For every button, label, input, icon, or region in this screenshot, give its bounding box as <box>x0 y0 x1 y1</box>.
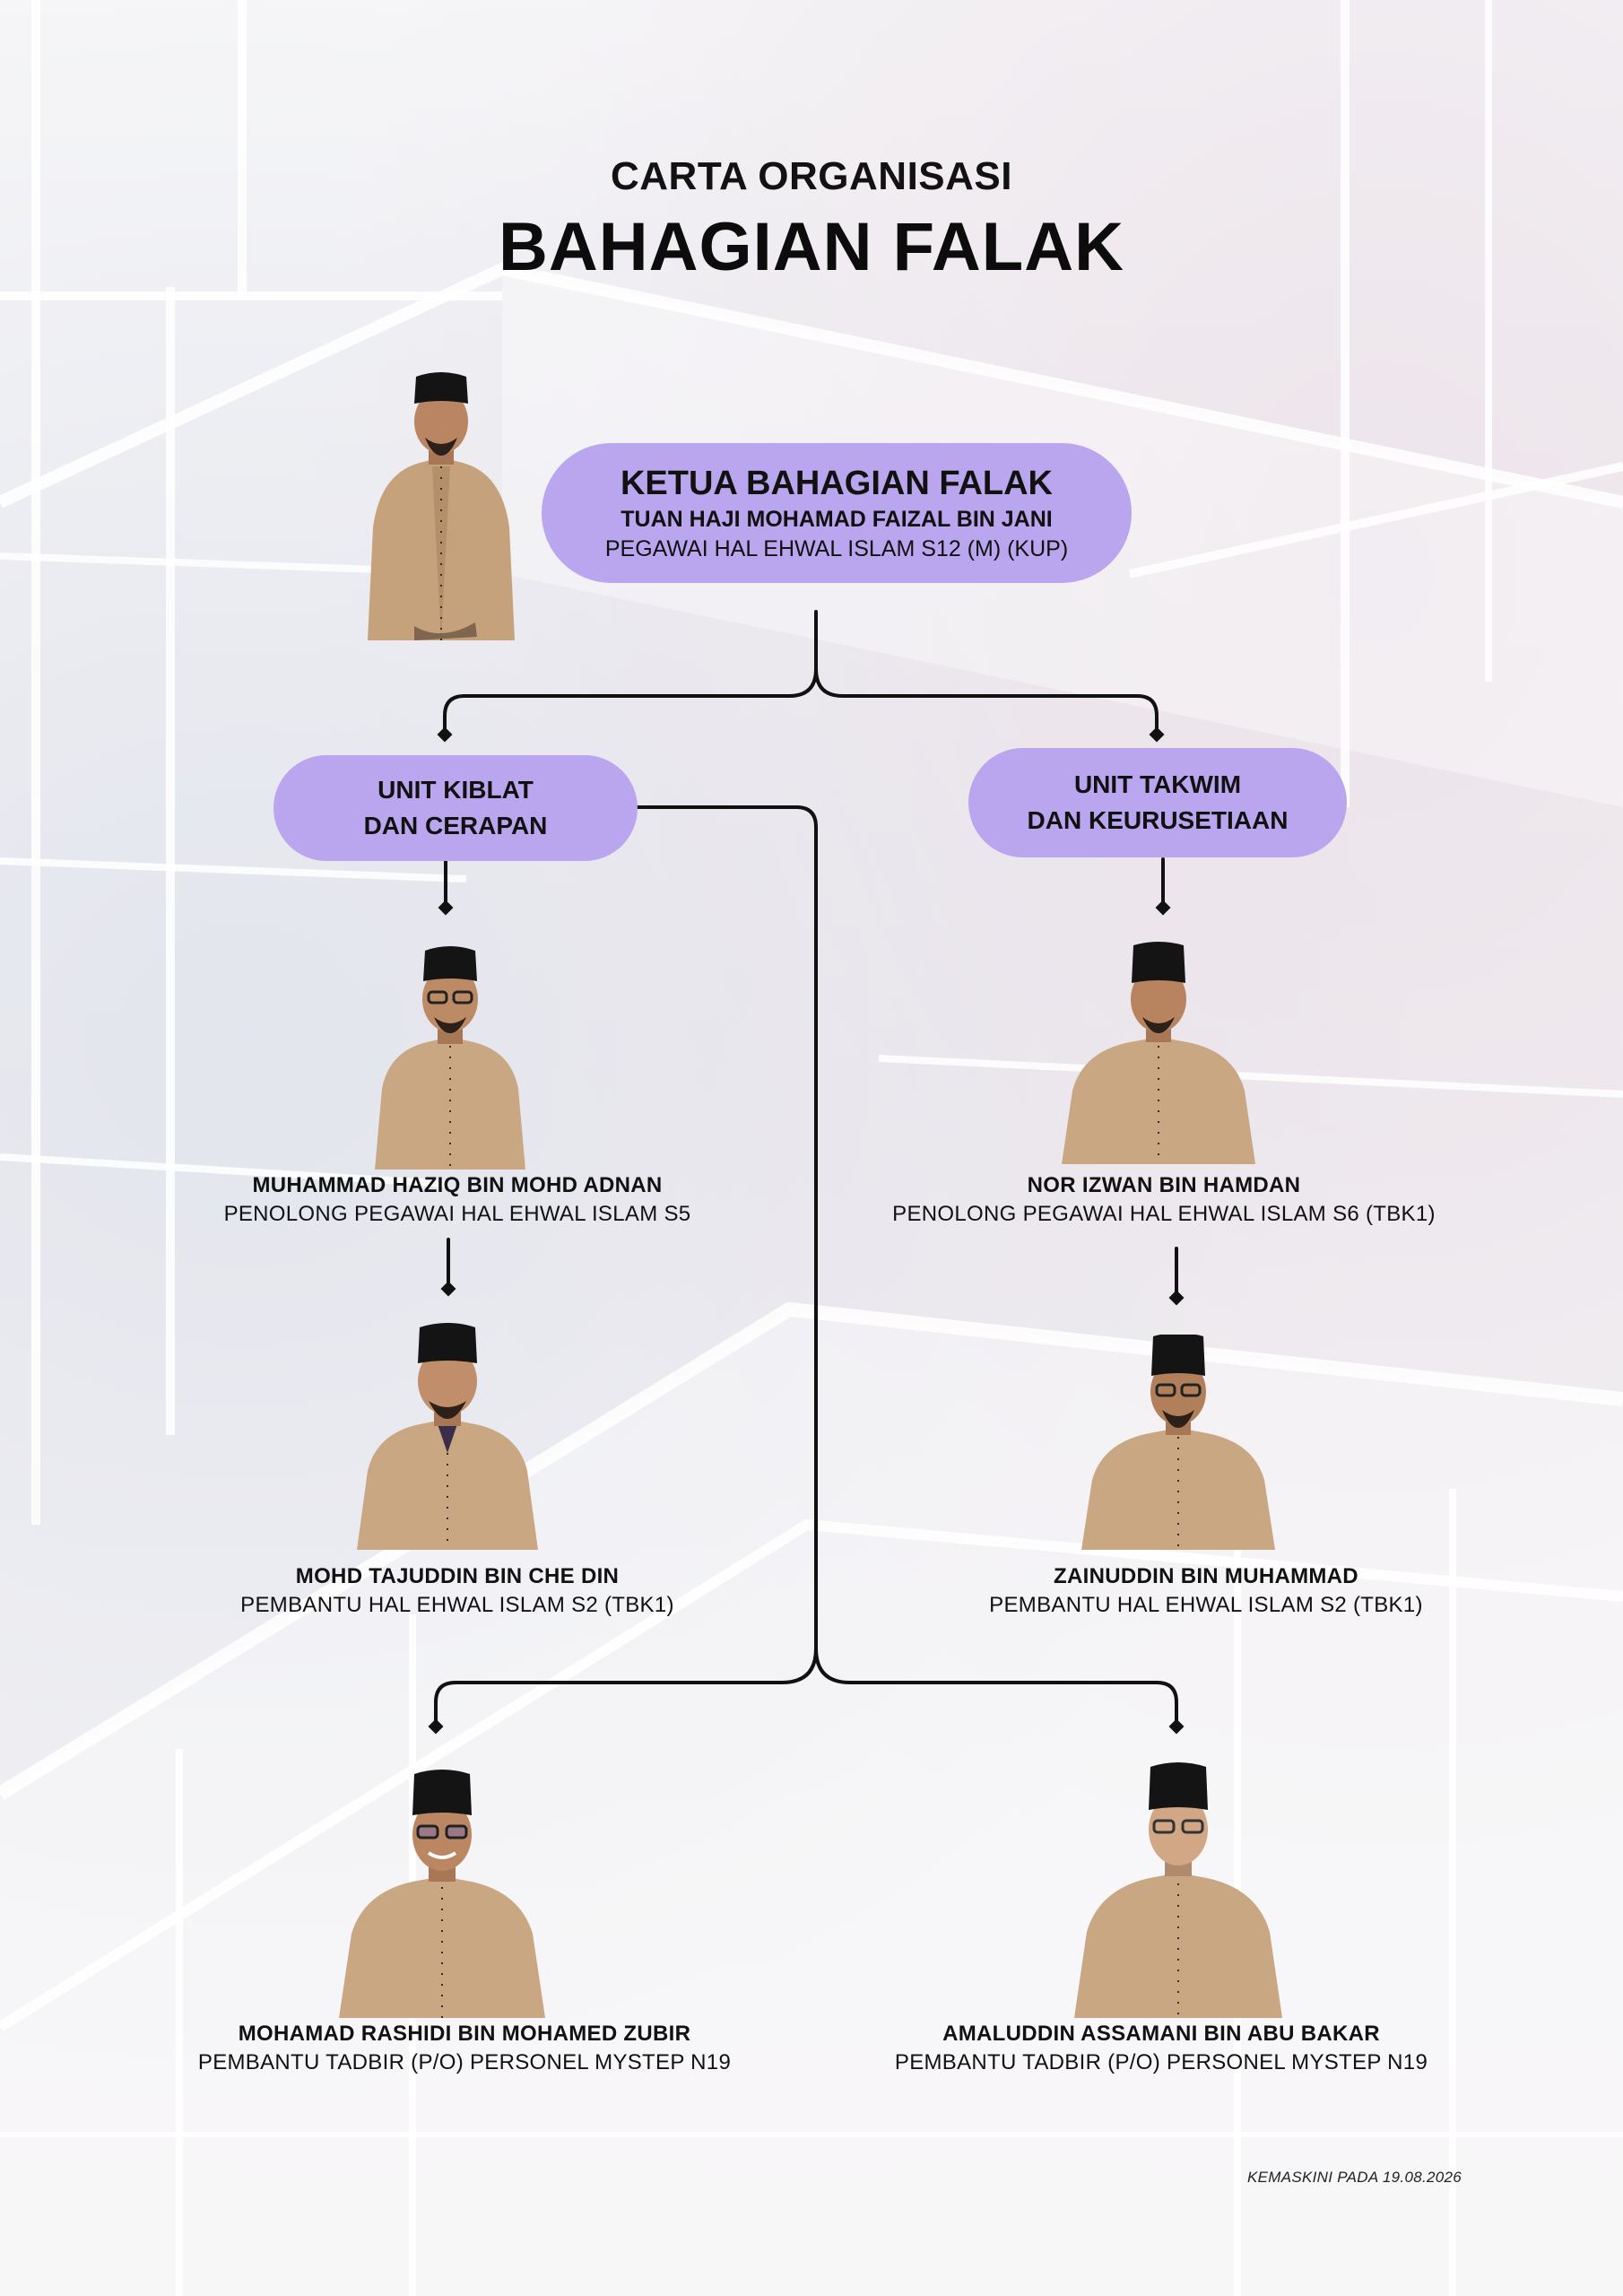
staff-position: PEMBANTU HAL EHWAL ISLAM S2 (TBK1) <box>240 1593 674 1617</box>
staff-position: PEMBANTU HAL EHWAL ISLAM S2 (TBK1) <box>989 1593 1423 1617</box>
staff-card-3: NOR IZWAN BIN HAMDAN PENOLONG PEGAWAI HA… <box>859 1171 1469 1229</box>
unit-kiblat-line1: UNIT KIBLAT <box>378 776 534 804</box>
staff-photo-3 <box>1062 942 1255 1164</box>
staff-photo-1 <box>375 946 525 1170</box>
updated-date: KEMASKINI PADA 19.08.2026 <box>1246 2169 1462 2186</box>
unit-takwim-line2: DAN KEURUSETIAAN <box>1027 806 1289 834</box>
staff-position: PENOLONG PEGAWAI HAL EHWAL ISLAM S6 (TBK… <box>892 1202 1436 1226</box>
staff-photo-6 <box>1074 1762 1282 2018</box>
unit-takwim-line1: UNIT TAKWIM <box>1073 770 1242 798</box>
staff-position: PEMBANTU TADBIR (P/O) PERSONEL MYSTEP N1… <box>197 2050 732 2074</box>
unit-kiblat-box: UNIT KIBLAT DAN CERAPAN <box>273 755 638 861</box>
staff-name: NOR IZWAN BIN HAMDAN <box>1027 1173 1301 1197</box>
staff-card-1: MUHAMMAD HAZIQ BIN MOHD ADNAN PENOLONG P… <box>152 1171 762 1229</box>
staff-card-5: MOHAMAD RASHIDI BIN MOHAMED ZUBIR PEMBAN… <box>160 2020 769 2077</box>
unit-takwim-box: UNIT TAKWIM DAN KEURUSETIAAN <box>968 748 1347 857</box>
staff-card-4: ZAINUDDIN BIN MUHAMMAD PEMBANTU HAL EHWA… <box>901 1562 1511 1620</box>
chart-subtitle: CARTA ORGANISASI <box>611 154 1012 198</box>
chart-title: BAHAGIAN FALAK <box>499 209 1124 285</box>
head-photo <box>368 372 515 640</box>
staff-photo-4 <box>1081 1335 1275 1550</box>
staff-name: AMALUDDIN ASSAMANI BIN ABU BAKAR <box>942 2022 1380 2046</box>
staff-name: MOHD TAJUDDIN BIN CHE DIN <box>295 1564 620 1588</box>
staff-name: MUHAMMAD HAZIQ BIN MOHD ADNAN <box>252 1173 663 1197</box>
staff-photo-2 <box>357 1323 538 1550</box>
head-box: KETUA BAHAGIAN FALAK TUAN HAJI MOHAMAD F… <box>542 443 1132 583</box>
staff-photo-5 <box>339 1770 545 2018</box>
staff-card-6: AMALUDDIN ASSAMANI BIN ABU BAKAR PEMBANT… <box>856 2020 1466 2077</box>
staff-name: MOHAMAD RASHIDI BIN MOHAMED ZUBIR <box>238 2022 691 2046</box>
unit-kiblat-line2: DAN CERAPAN <box>363 812 548 839</box>
staff-name: ZAINUDDIN BIN MUHAMMAD <box>1054 1564 1358 1588</box>
staff-card-2: MOHD TAJUDDIN BIN CHE DIN PEMBANTU HAL E… <box>152 1562 762 1620</box>
staff-position: PEMBANTU TADBIR (P/O) PERSONEL MYSTEP N1… <box>894 2050 1428 2074</box>
head-position: PEGAWAI HAL EHWAL ISLAM S12 (M) (KUP) <box>604 536 1069 561</box>
head-title: KETUA BAHAGIAN FALAK <box>620 465 1053 502</box>
head-name: TUAN HAJI MOHAMAD FAIZAL BIN JANI <box>621 507 1053 532</box>
staff-position: PENOLONG PEGAWAI HAL EHWAL ISLAM S5 <box>223 1202 691 1226</box>
